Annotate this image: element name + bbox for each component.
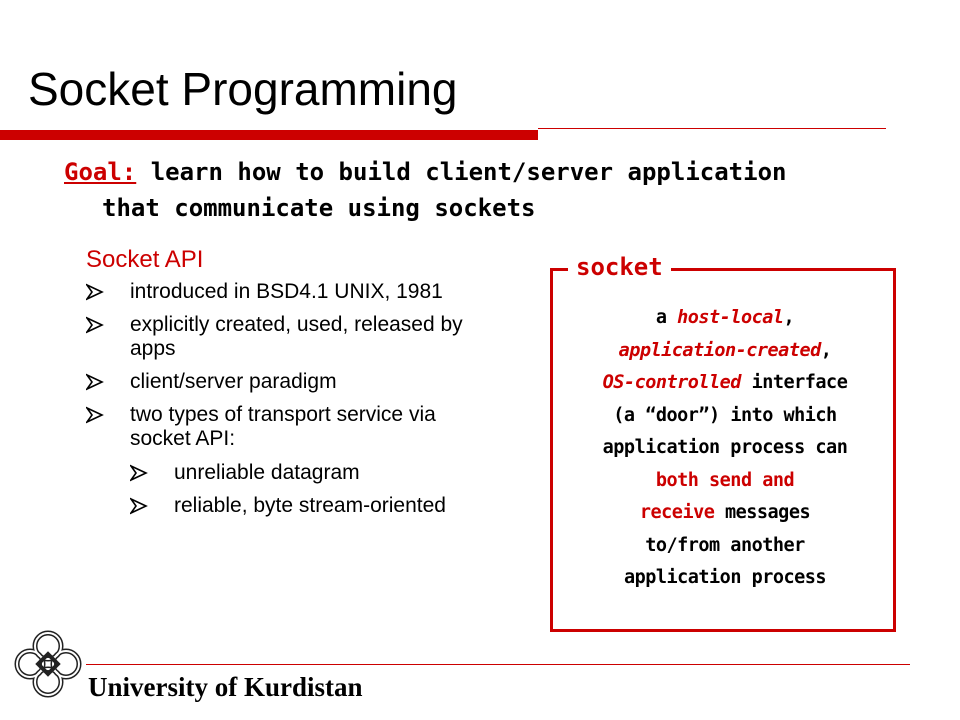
socket-api-section: Socket API introduced in BSD4.1 UNIX, 19… — [86, 246, 496, 527]
desc-segment: messages — [714, 502, 811, 523]
socket-desc-line: receive messages — [560, 497, 890, 530]
arrowhead-bullet-icon — [86, 406, 104, 424]
desc-segment: , — [783, 307, 795, 328]
goal-label: Goal: — [64, 158, 137, 186]
arrowhead-bullet-icon — [86, 283, 104, 301]
goal-statement: Goal: learn how to build client/server a… — [64, 154, 884, 226]
goal-line-2: that communicate using sockets — [102, 194, 536, 222]
title-underline-thick — [0, 130, 538, 140]
sub-bullets: unreliable datagram reliable, byte strea… — [130, 461, 496, 518]
bullet-item: introduced in BSD4.1 UNIX, 1981 — [86, 280, 496, 304]
title-underline-thin — [538, 128, 886, 129]
socket-desc-line: to/from another — [645, 534, 805, 556]
desc-segment-highlight: receive — [639, 502, 715, 523]
arrowhead-bullet-icon — [86, 373, 104, 391]
desc-segment: a — [655, 307, 678, 328]
socket-box-label: socket — [568, 252, 671, 282]
socket-api-heading: Socket API — [86, 246, 204, 273]
socket-desc-line: application-created, — [560, 335, 890, 368]
bullet-item: client/server paradigm — [86, 370, 496, 394]
arrowhead-bullet-icon — [86, 316, 104, 334]
socket-desc-line: application process can — [602, 437, 848, 458]
sub-bullet-text: unreliable datagram — [174, 461, 360, 484]
socket-desc-line: application process — [623, 567, 827, 588]
university-name: University of Kurdistan — [88, 672, 363, 702]
socket-desc-line: (a “door”) into which — [613, 404, 837, 426]
bullet-text: client/server paradigm — [130, 370, 337, 393]
sub-bullet-text: reliable, byte stream-oriented — [174, 494, 446, 517]
bullet-text: introduced in BSD4.1 UNIX, 1981 — [130, 280, 443, 303]
socket-definition-text: a host-local, application-created, OS-co… — [560, 302, 890, 595]
sub-bullet-item: reliable, byte stream-oriented — [130, 494, 496, 518]
slide-title: Socket Programming — [28, 63, 458, 115]
goal-line-1: learn how to build client/server applica… — [150, 158, 787, 186]
bullet-text: explicitly created, used, released by ap… — [130, 313, 463, 360]
footer-divider — [86, 664, 910, 665]
bullet-item: two types of transport service via socke… — [86, 403, 496, 518]
arrowhead-bullet-icon — [130, 497, 148, 515]
socket-api-bullets: introduced in BSD4.1 UNIX, 1981 explicit… — [86, 280, 496, 518]
socket-desc-line: a host-local, — [560, 302, 890, 335]
desc-segment-highlight: application-created — [618, 339, 822, 361]
sub-bullet-item: unreliable datagram — [130, 461, 496, 485]
knot-logo-icon — [14, 630, 82, 698]
socket-desc-line: OS-controlled interface — [560, 367, 890, 400]
desc-segment: interface — [740, 372, 848, 393]
bullet-text: two types of transport service via socke… — [130, 403, 436, 450]
bullet-item: explicitly created, used, released by ap… — [86, 313, 496, 361]
socket-definition-box — [550, 268, 896, 632]
socket-desc-line: both send and — [655, 469, 795, 491]
arrowhead-bullet-icon — [130, 464, 148, 482]
desc-segment-highlight: host-local — [677, 307, 784, 328]
desc-segment: , — [820, 339, 832, 361]
desc-segment-highlight: OS-controlled — [602, 372, 742, 393]
